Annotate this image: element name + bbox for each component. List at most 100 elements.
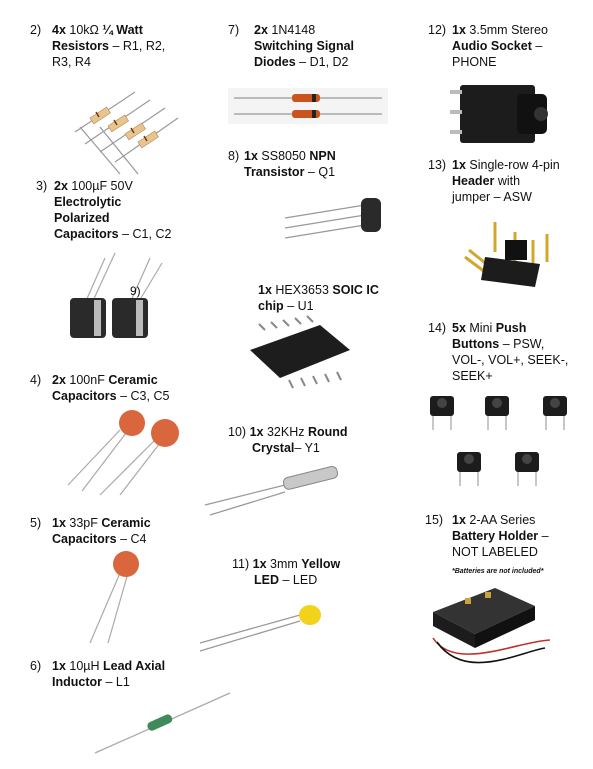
item-spec: 3.5mm Stereo [469, 23, 548, 37]
item-name-cont: Capacitors [52, 532, 117, 546]
led-image [199, 605, 321, 652]
item-name: Lead Axial [103, 659, 166, 673]
item-qty: 1x [452, 513, 466, 527]
item-number: 2) [30, 23, 42, 37]
battery-note: *Batteries are not included* [452, 568, 544, 575]
item-number: 3) [36, 179, 48, 193]
item-refs-cont: R3, R4 [52, 55, 91, 69]
item-qty: 4x [52, 23, 66, 37]
item-refs: PHONE [452, 55, 497, 69]
item-spec: 33pF [69, 516, 98, 530]
item-name: SOIC IC [332, 283, 379, 297]
item-spec: 32KHz [266, 425, 305, 439]
item-number: 4) [30, 373, 42, 387]
item-refs: – C4 [120, 532, 147, 546]
ceramic-capacitors-image [67, 410, 179, 496]
item-spec: 1N4148 [271, 23, 316, 37]
item-spec: 2-AA Series [469, 513, 536, 527]
item-qty: 2x [52, 373, 66, 387]
item-dash: – [535, 39, 543, 53]
item-name: Yellow [301, 557, 341, 571]
item-refs: – Q1 [307, 165, 336, 179]
item-name-cont: Buttons [452, 337, 500, 351]
item-name: Resistors [52, 39, 109, 53]
item-name: Audio Socket [452, 39, 532, 53]
item-spec: HEX3653 [275, 283, 329, 297]
item-name: Round [307, 425, 348, 439]
item-number: 12) [428, 23, 447, 37]
item-number: 6) [30, 659, 42, 673]
item-name-cont: Capacitors [52, 389, 117, 403]
inductor-image [94, 692, 231, 754]
item-spec: Single-row 4-pin [469, 158, 560, 172]
diodes-image [228, 88, 388, 124]
item-spec: 10µH [69, 659, 100, 673]
item-qty: 1x [258, 283, 272, 297]
item-name: Battery Holder [452, 529, 539, 543]
ic-chip-image [250, 315, 350, 389]
item-name: Ceramic [108, 373, 158, 387]
item-qty: 1x [52, 516, 66, 530]
item-refs: jumper – ASW [452, 190, 532, 204]
item-qty: 1x [452, 158, 466, 172]
item-name: Header [452, 174, 495, 188]
item-spec: 3mm [270, 557, 298, 571]
item-refs: – C3, C5 [120, 389, 170, 403]
item-qty: 5x [452, 321, 466, 335]
item-name-cont: Capacitors [54, 227, 119, 241]
electrolytic-capacitors-image: 9) [70, 252, 163, 338]
item-name: Push [495, 321, 527, 335]
item-refs: – D1, D2 [299, 55, 349, 69]
item-refs: – LED [282, 573, 318, 587]
item-qty: 1x [252, 557, 267, 571]
ceramic-capacitor-33pf-image [89, 551, 139, 644]
item-spec: 100nF [69, 373, 105, 387]
item-name-cont: Polarized [54, 211, 110, 225]
item-name: Switching Signal [254, 39, 355, 53]
header-image [464, 222, 549, 287]
item-name-cont: Diodes [254, 55, 296, 69]
item-spec: Mini [469, 321, 493, 335]
item-refs: – U1 [287, 299, 314, 313]
item-number: 14) [428, 321, 447, 335]
item-qty: 2x [254, 23, 268, 37]
item-refs: – PSW, [502, 337, 545, 351]
item-spec-bold: ¼ Watt [102, 23, 143, 37]
item-refs-cont: VOL-, VOL+, SEEK-, [452, 353, 569, 367]
item-spec: 100µF 50V [71, 179, 133, 193]
audio-socket-image [450, 85, 548, 143]
item-dash: – [541, 529, 549, 543]
item-qty: 2x [54, 179, 68, 193]
item-name-cont: Transistor [244, 165, 305, 179]
item-spec: 10kΩ [69, 23, 99, 37]
item-refs: – R1, R2, [112, 39, 166, 53]
item-number: 13) [428, 158, 447, 172]
item-name-cont: chip [258, 299, 284, 313]
item-qty: 1x [249, 425, 264, 439]
item-qty: 1x [52, 659, 66, 673]
item-with: with [497, 174, 521, 188]
badge-text: 9) [130, 284, 141, 298]
item-name-cont: Crystal [252, 441, 295, 455]
item-qty: 1x [452, 23, 466, 37]
item-refs-cont: SEEK+ [452, 369, 493, 383]
item-refs: – L1 [105, 675, 130, 689]
battery-holder-image [432, 588, 551, 664]
item-refs: – Y1 [294, 441, 320, 455]
item-refs: NOT LABELED [452, 545, 538, 559]
item-number: 5) [30, 516, 42, 530]
item-number: 11) [232, 557, 250, 571]
item-name: Ceramic [101, 516, 151, 530]
item-number: 7) [228, 23, 240, 37]
item-qty: 1x [244, 149, 258, 163]
crystal-image [204, 465, 339, 516]
item-name: NPN [309, 149, 336, 163]
item-name-cont: Inductor [52, 675, 102, 689]
item-number: 8) [228, 149, 240, 163]
item-number: 15) [425, 513, 444, 527]
item-name: Electrolytic [54, 195, 122, 209]
push-buttons-image [430, 396, 567, 486]
item-number: 10) [228, 425, 247, 439]
transistor-image [284, 198, 381, 239]
item-spec: SS8050 [261, 149, 306, 163]
